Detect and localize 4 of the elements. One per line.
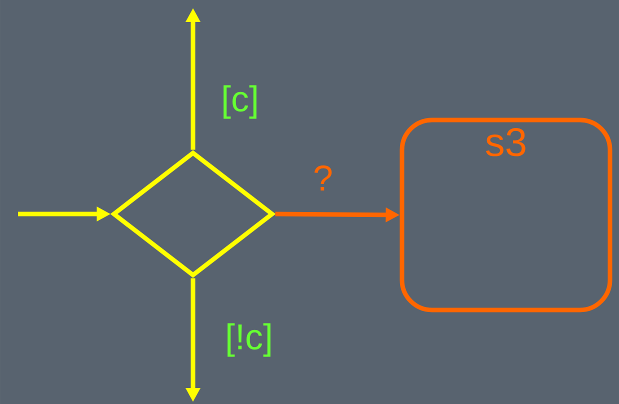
state-box: s3 [400,118,612,312]
edge-label: [c] [224,85,256,119]
edge-label: [!c] [228,323,270,357]
edge-label: ? [314,165,332,191]
